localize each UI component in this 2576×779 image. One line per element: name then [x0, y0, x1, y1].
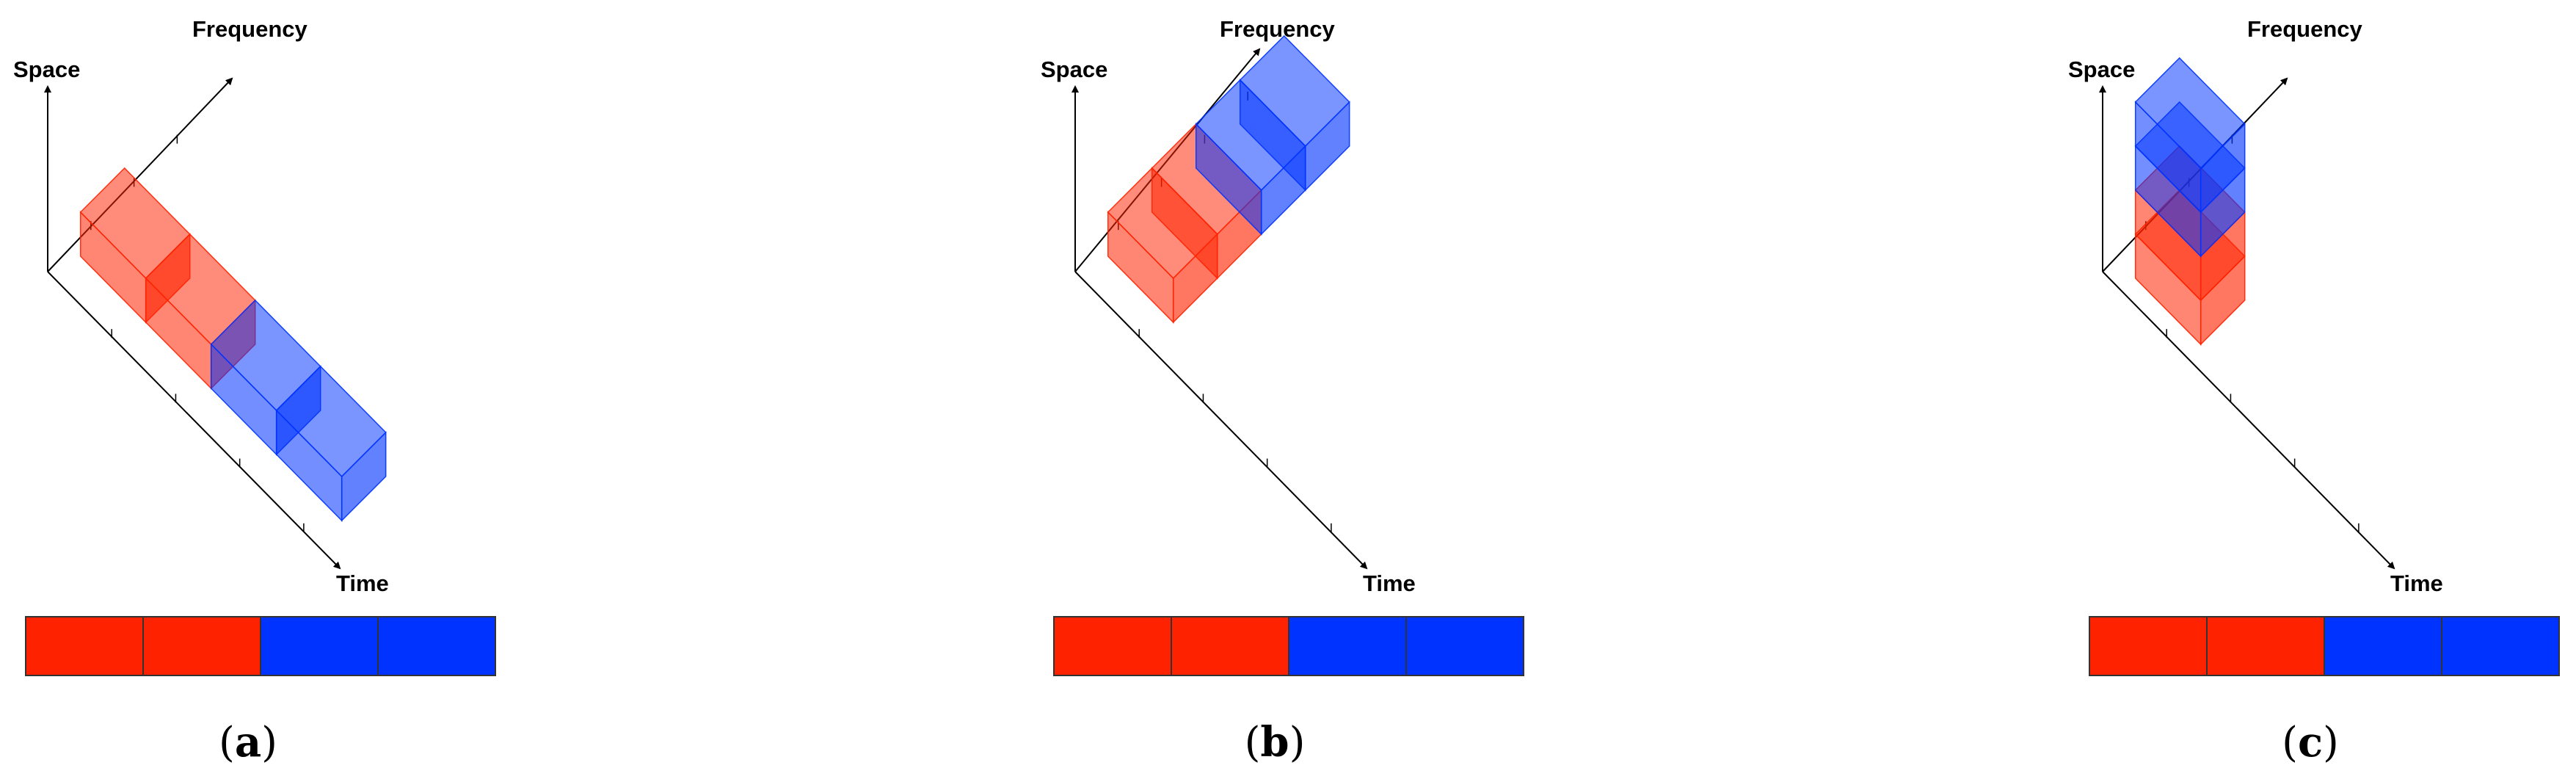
space-axis-label: Space	[2068, 57, 2135, 82]
sequence-cell-red	[142, 616, 261, 676]
sequence-cell-blue	[260, 616, 379, 676]
panel-a-caption: (a)	[219, 718, 277, 767]
panel-b-caption: (b)	[1245, 718, 1306, 767]
time-axis-label: Time	[336, 570, 389, 596]
frequency-axis-label: Frequency	[192, 16, 308, 42]
sequence-cell-red	[1171, 616, 1289, 676]
block-side-face	[1304, 101, 1350, 192]
time-axis	[47, 271, 341, 570]
panel-a-blocks	[79, 167, 387, 522]
space-axis-label: Space	[1041, 57, 1107, 82]
sequence-cell-blue	[1288, 616, 1407, 676]
sequence-cell-red	[2206, 616, 2325, 676]
frequency-axis-label: Frequency	[2247, 16, 2363, 42]
sequence-cell-red	[1053, 616, 1172, 676]
block-blue	[2134, 57, 2246, 214]
time-axis-label: Time	[2390, 570, 2443, 596]
panel-b: Space Frequency Time (b)	[1041, 16, 1524, 767]
block-blue	[275, 365, 387, 522]
panel-a-sequence-bar	[25, 616, 496, 676]
sequence-cell-red	[25, 616, 144, 676]
block-blue	[1239, 35, 1350, 192]
block-side-face	[2200, 123, 2246, 214]
panel-a-axes: Space Frequency Time	[13, 16, 389, 596]
sequence-cell-blue	[377, 616, 496, 676]
panel-b-blocks	[1107, 35, 1350, 324]
time-axis	[2102, 271, 2395, 570]
time-axis	[1074, 271, 1368, 570]
sequence-cell-red	[2089, 616, 2208, 676]
time-axis-label: Time	[1363, 570, 1416, 596]
frequency-axis	[47, 77, 233, 272]
panel-c-blocks	[2134, 57, 2246, 346]
sequence-cell-blue	[2324, 616, 2442, 676]
panel-c-caption: (c)	[2282, 718, 2339, 767]
panel-c-sequence-bar	[2089, 616, 2560, 676]
frequency-axis-label: Frequency	[1220, 16, 1336, 42]
block-side-face	[341, 431, 387, 522]
sequence-cell-blue	[2441, 616, 2560, 676]
sequence-cell-blue	[1405, 616, 1524, 676]
panel-c: Space Frequency Time (c)	[2068, 16, 2560, 767]
panel-b-sequence-bar	[1053, 616, 1524, 676]
panel-b-axes: Space Frequency Time	[1041, 16, 1416, 596]
panel-c-axes: Space Frequency Time	[2068, 16, 2443, 596]
panel-a: Space Frequency Time (a)	[13, 16, 496, 767]
space-axis-label: Space	[13, 57, 80, 82]
